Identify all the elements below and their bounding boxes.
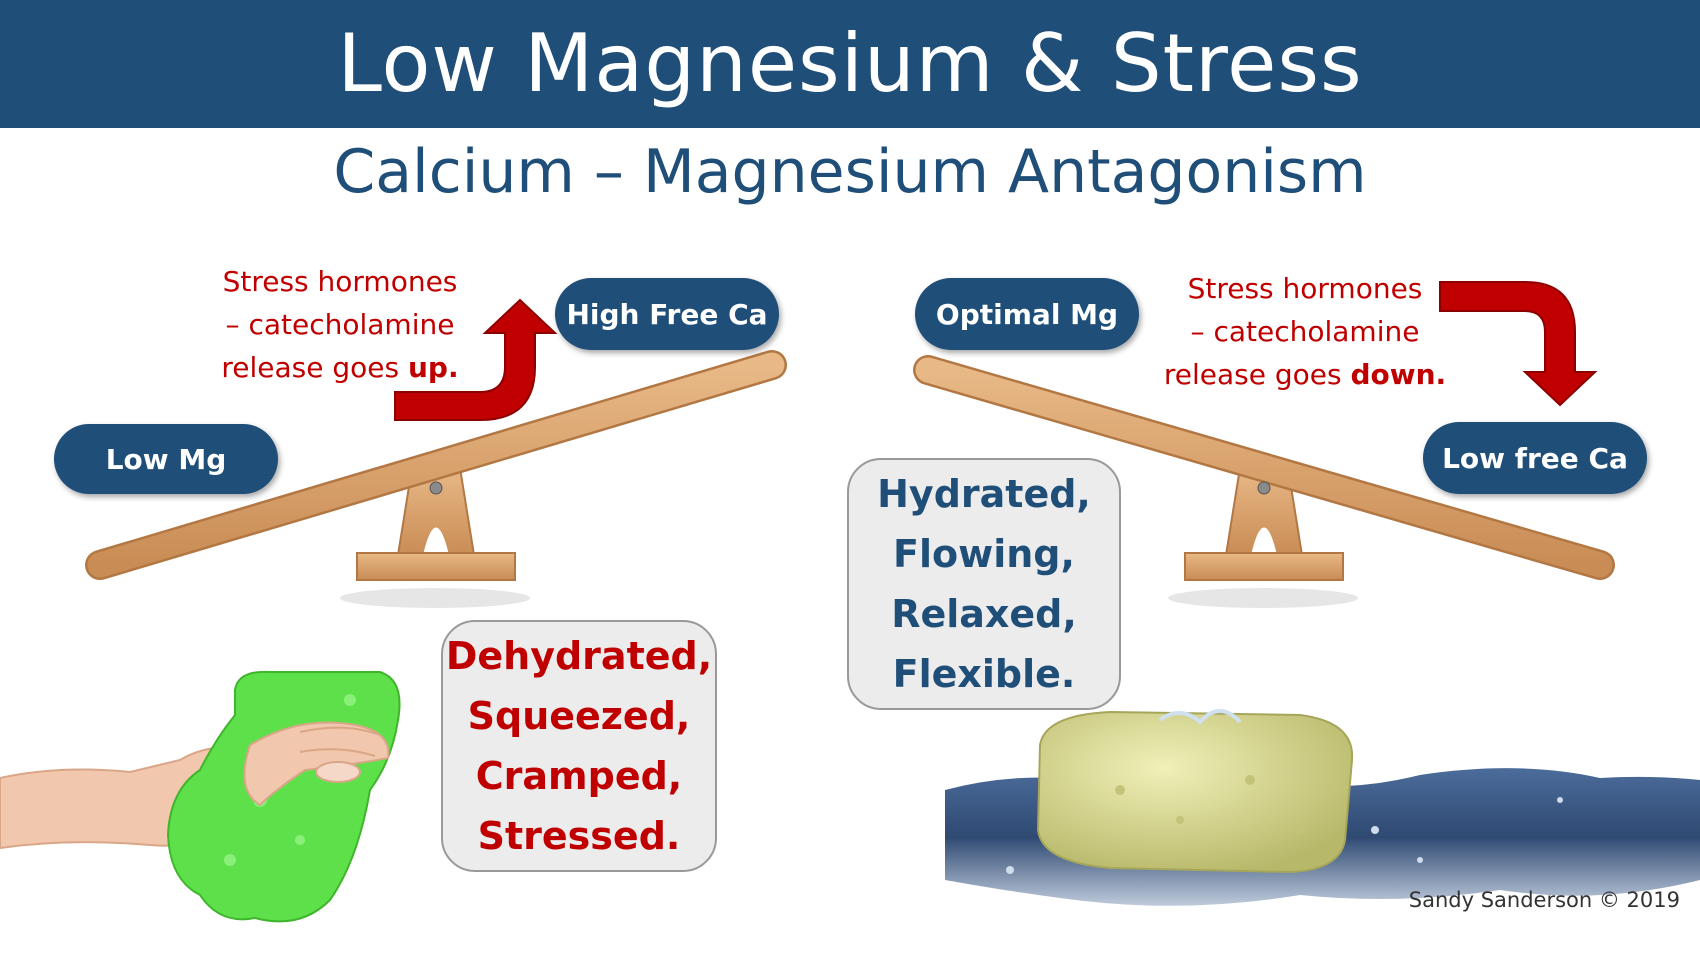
left-note-line-1: Stress hormones xyxy=(222,265,458,298)
title-banner xyxy=(0,0,1700,128)
stressed-state-1: Dehydrated, xyxy=(445,634,713,678)
left-stress-note: Stress hormones – catecholamine release … xyxy=(200,260,480,389)
relaxed-state-1: Hydrated, xyxy=(877,472,1091,516)
left-note-line-2: – catecholamine xyxy=(225,308,455,341)
low-free-ca-label: Low free Ca xyxy=(1423,422,1647,494)
stressed-state-2: Squeezed, xyxy=(467,694,691,738)
high-free-ca-label: High Free Ca xyxy=(555,278,779,350)
relaxed-state-3: Relaxed, xyxy=(891,592,1077,636)
up-arrow-icon xyxy=(394,298,558,421)
relaxed-state-4: Flexible. xyxy=(892,652,1076,696)
left-seesaw xyxy=(85,350,787,608)
stressed-state-box: Dehydrated, Squeezed, Cramped, Stressed. xyxy=(441,620,717,872)
stressed-state-3: Cramped, xyxy=(475,754,683,798)
right-note-line-2: – catecholamine xyxy=(1190,315,1420,348)
optimal-mg-label: Optimal Mg xyxy=(915,278,1139,350)
copyright-credit: Sandy Sanderson © 2019 xyxy=(1408,888,1680,912)
right-note-emphasis: down. xyxy=(1350,358,1447,391)
low-mg-label: Low Mg xyxy=(54,424,278,494)
left-note-line-3: release goes xyxy=(221,351,408,384)
stressed-state-4: Stressed. xyxy=(477,814,681,858)
right-note-line-1: Stress hormones xyxy=(1187,272,1423,305)
relaxed-sponge-in-water-image xyxy=(945,709,1700,906)
page-subtitle: Calcium – Magnesium Antagonism xyxy=(333,137,1367,207)
squeezed-sponge-image xyxy=(0,670,401,923)
page-title: Low Magnesium & Stress xyxy=(337,17,1363,110)
relaxed-state-box: Hydrated, Flowing, Relaxed, Flexible. xyxy=(847,458,1121,710)
down-arrow-icon xyxy=(1439,281,1598,407)
right-stress-note: Stress hormones – catecholamine release … xyxy=(1160,267,1450,396)
relaxed-state-2: Flowing, xyxy=(893,532,1075,576)
left-note-emphasis: up. xyxy=(408,351,459,384)
right-seesaw xyxy=(913,355,1615,608)
right-note-line-3: release goes xyxy=(1163,358,1351,391)
